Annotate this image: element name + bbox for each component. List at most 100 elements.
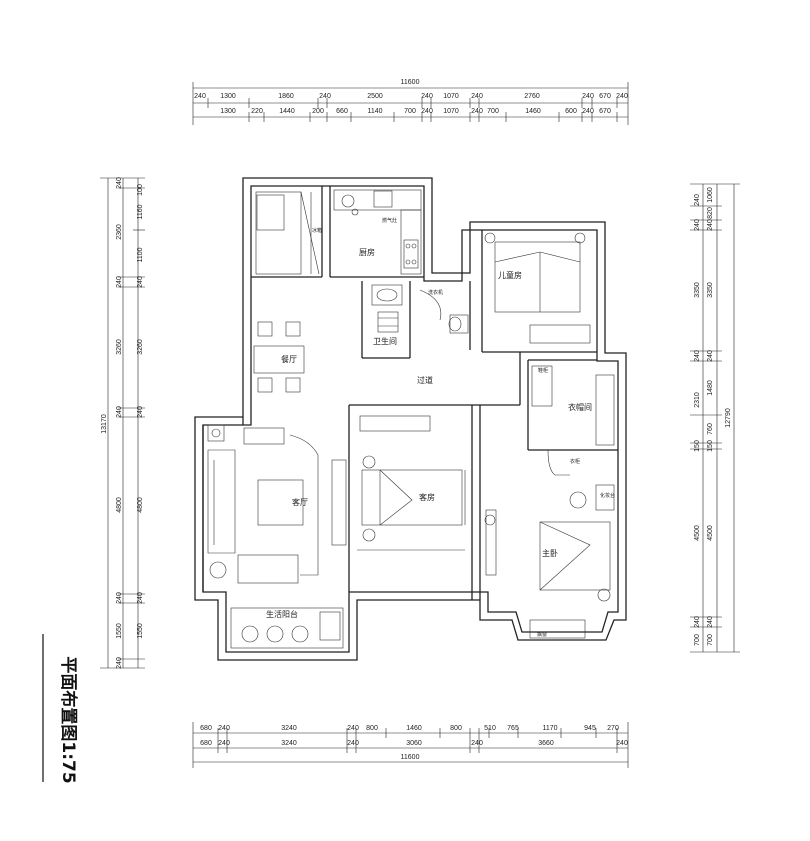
balcony-label: 生活阳台 (266, 609, 298, 619)
cloakroom-label: 衣帽间 (568, 402, 592, 412)
top-row1-dim: 240 (616, 93, 628, 100)
right-col1-dim: 150 (707, 440, 714, 452)
master-bedroom: 主卧 化妆台 飘窗 (484, 484, 615, 639)
kitchen: 燃气灶 厨房 (333, 189, 422, 275)
bottom-total-dim: 11600 (401, 754, 420, 761)
top-row2-dim: 1440 (279, 108, 295, 115)
right-col2-dim: 2310 (694, 392, 701, 408)
top-row2-dim: 600 (565, 108, 577, 115)
bottom-row1-dim: 3240 (281, 725, 297, 732)
right-col1-dim: 700 (707, 634, 714, 646)
right-col1-dim: 820 (707, 207, 714, 219)
bottom-dimensions: 680 240 3240 240 800 1460 800 510 765 11… (192, 722, 629, 768)
top-row2-dim: 660 (336, 108, 348, 115)
left-col2-dim: 3260 (137, 339, 144, 355)
guest-room: 客房 (331, 415, 466, 551)
left-col2-dim: 1100 (137, 247, 144, 262)
left-col2-dim: 240 (137, 406, 144, 418)
left-col1-dim: 3260 (116, 339, 123, 355)
bottom-row1-dim: 270 (607, 725, 619, 732)
top-row1-dim: 240 (194, 93, 206, 100)
bathroom-label: 卫生间 (373, 336, 397, 346)
dining: 餐厅 (253, 321, 305, 393)
top-row2-dim: 240 (582, 108, 594, 115)
bottom-row2-dim: 3660 (538, 740, 554, 747)
bay-window-label: 飘窗 (537, 631, 547, 638)
left-col1-dim: 4800 (116, 497, 123, 513)
right-col2-dim: 240 (694, 616, 701, 628)
bottom-row1-dim: 680 (200, 725, 212, 732)
cloakroom: 衣帽间 鞋柜 衣柜 (531, 365, 615, 476)
left-col1-dim: 1550 (116, 623, 123, 639)
gas-stove-label: 燃气灶 (382, 217, 397, 224)
bottom-row1-dim: 240 (218, 725, 230, 732)
top-row2-dim: 1300 (220, 108, 236, 115)
left-total-dim: 13170 (101, 414, 108, 434)
top-row2-dim: 670 (599, 108, 611, 115)
right-col2-dim: 700 (694, 634, 701, 646)
top-row1-dim: 1860 (278, 93, 294, 100)
living-room: 客厅 (207, 424, 319, 584)
bottom-row2-dim: 240 (471, 740, 483, 747)
left-col2-dim: 240 (137, 592, 144, 604)
right-col1-dim: 240 (707, 350, 714, 362)
right-col1-dim: 3350 (707, 282, 714, 298)
right-col2-dim: 4500 (694, 525, 701, 541)
master-bedroom-label: 主卧 (542, 548, 558, 558)
fridge-label: 冰箱 (312, 227, 322, 234)
top-row1-dim: 1300 (220, 93, 236, 100)
right-col2-dim: 240 (694, 194, 701, 206)
kitchen-label: 厨房 (359, 247, 375, 257)
bathroom: 卫生间 洗衣机 (371, 284, 469, 346)
corridor-label: 过道 (417, 375, 433, 385)
right-col2-dim: 240 (694, 219, 701, 231)
children-room: 儿童房 (484, 232, 591, 344)
left-col1-dim: 2360 (116, 224, 123, 240)
top-row1-dim: 1070 (443, 93, 459, 100)
washer-label: 洗衣机 (428, 289, 443, 296)
shoe-cabinet-label: 鞋柜 (538, 367, 548, 374)
bottom-row1-dim: 1460 (406, 725, 422, 732)
top-row1-dim: 2500 (367, 93, 383, 100)
bottom-row1-dim: 510 (484, 725, 496, 732)
bottom-row1-dim: 800 (450, 725, 462, 732)
right-col1-dim: 240 (707, 616, 714, 628)
balcony: 生活阳台 (230, 607, 344, 649)
plan-title-text: 平面布置图1:75 (58, 656, 79, 783)
right-col1-dim: 760 (707, 423, 714, 435)
top-row1-dim: 240 (421, 93, 433, 100)
living-room-label: 客厅 (292, 497, 308, 507)
bottom-row2-dim: 240 (218, 740, 230, 747)
top-row1-dim: 2760 (524, 93, 540, 100)
top-row2-dim: 1140 (367, 108, 382, 115)
bottom-row2-dim: 240 (616, 740, 628, 747)
right-col2-dim: 3350 (694, 282, 701, 298)
top-row1-dim: 670 (599, 93, 611, 100)
top-row1-dim: 240 (319, 93, 331, 100)
left-col1-dim: 240 (116, 406, 123, 418)
bottom-row1-dim: 240 (347, 725, 359, 732)
right-col1-dim: 240 (707, 219, 714, 231)
bottom-row1-dim: 945 (584, 725, 596, 732)
right-col1-dim: 1480 (707, 380, 714, 396)
left-col2-dim: 100 (137, 184, 144, 196)
right-col2-dim: 240 (694, 350, 701, 362)
left-col1-dim: 240 (116, 276, 123, 288)
right-total-dim: 12790 (725, 408, 732, 428)
left-col2-dim: 240 (137, 276, 144, 288)
top-row2-dim: 700 (487, 108, 499, 115)
left-col1-dim: 240 (116, 657, 123, 669)
top-total-dim: 11600 (401, 79, 420, 86)
top-row1-dim: 240 (582, 93, 594, 100)
vanity-label: 化妆台 (600, 492, 615, 499)
left-col2-dim: 1550 (137, 623, 144, 639)
kitchen-storage: 冰箱 (255, 191, 322, 275)
top-row2-dim: 220 (251, 108, 263, 115)
top-dimensions: 11600 240 1300 1860 240 2500 240 1070 24… (192, 79, 629, 125)
left-col1-dim: 240 (116, 177, 123, 189)
left-col2-dim: 1160 (137, 204, 144, 219)
top-row2-dim: 700 (404, 108, 416, 115)
left-dimensions: 13170 240 2360 240 3260 240 4800 240 155… (100, 177, 145, 669)
right-col2-dim: 150 (694, 440, 701, 452)
